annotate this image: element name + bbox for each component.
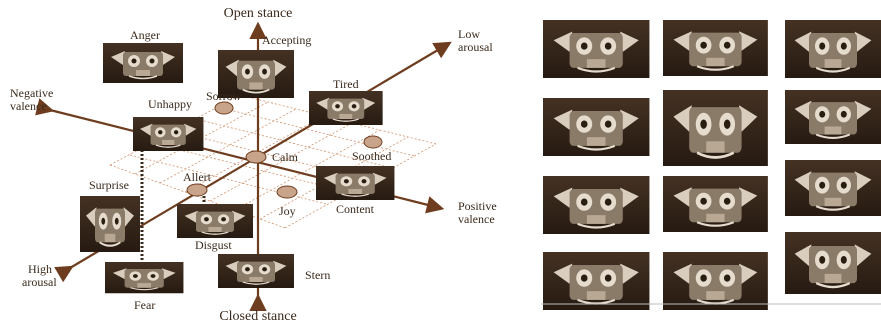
anger-photo xyxy=(102,42,184,84)
stern-photo xyxy=(217,253,295,289)
label-content: Content xyxy=(336,202,375,216)
label-accepting: Accepting xyxy=(262,33,311,47)
label-anger: Anger xyxy=(130,28,160,42)
label-fear: Fear xyxy=(134,298,155,312)
allert-point xyxy=(186,183,208,197)
grid-photo-10 xyxy=(783,88,881,146)
soothed-point xyxy=(363,135,383,149)
content-photo xyxy=(315,165,396,201)
grid-photo-11 xyxy=(783,158,881,218)
grid-photo-7 xyxy=(661,174,769,234)
disgust-photo xyxy=(176,203,254,239)
label-tired: Tired xyxy=(333,77,359,91)
grid-photo-5 xyxy=(661,18,769,78)
axis-label-bottom: Closed stance xyxy=(219,309,296,324)
label-unhappy: Unhappy xyxy=(148,97,192,111)
grid-photo-9 xyxy=(783,18,881,80)
label-sorrow: Sorrow xyxy=(206,89,242,103)
joy-point xyxy=(276,185,298,199)
calm-point xyxy=(245,150,267,164)
grid-photo-12 xyxy=(783,230,881,296)
unhappy-photo xyxy=(132,116,205,152)
grid-photo-4 xyxy=(541,250,651,312)
tired-photo xyxy=(308,90,384,126)
axis-label-top: Open stance xyxy=(224,6,293,21)
grid-photo-1 xyxy=(541,18,651,80)
label-soothed: Soothed xyxy=(352,149,391,163)
grid-photo-8 xyxy=(661,250,769,312)
label-surprise: Surprise xyxy=(89,178,129,192)
grid-photo-3 xyxy=(541,174,651,236)
label-allert: Allert xyxy=(183,170,212,184)
label-stern: Stern xyxy=(305,268,330,282)
label-calm: Calm xyxy=(272,150,299,164)
label-joy: Joy xyxy=(279,204,296,218)
label-disgust: Disgust xyxy=(195,238,232,252)
fear-photo xyxy=(104,261,185,294)
sorrow-point xyxy=(214,101,234,115)
grid-photo-6 xyxy=(661,88,770,168)
expression-photo-grid xyxy=(541,18,881,312)
grid-photo-2 xyxy=(541,96,651,158)
surprise-photo xyxy=(78,194,142,254)
